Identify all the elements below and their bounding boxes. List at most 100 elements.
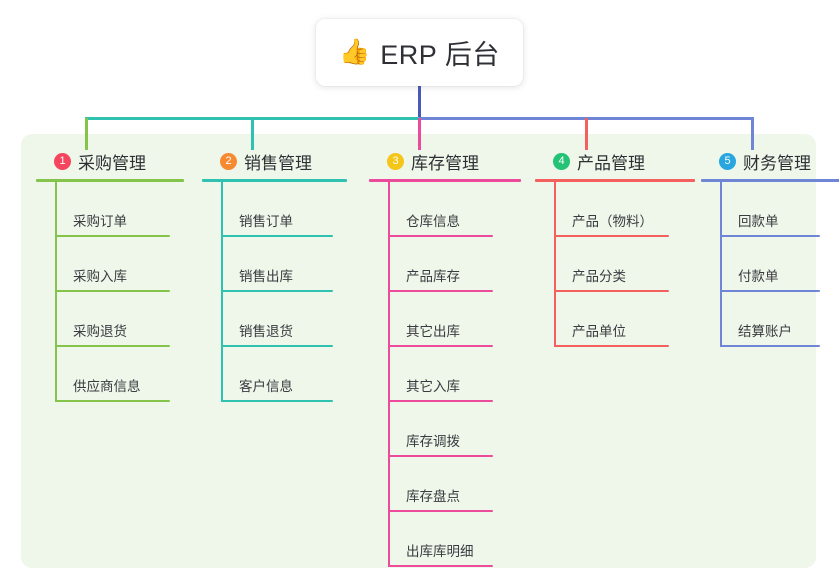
branch-underline (701, 179, 839, 182)
branch-title: 销售管理 (244, 153, 312, 173)
child-node-label: 销售订单 (239, 214, 293, 229)
child-node-underline (554, 290, 669, 292)
branch-children: 回款单付款单结算账户 (701, 182, 839, 347)
child-node-label: 产品分类 (572, 269, 626, 284)
child-node[interactable]: 产品（物料） (554, 182, 695, 237)
branch-header-采购管理[interactable]: 1 采购管理 (36, 148, 184, 174)
branch-trunk-line (388, 182, 390, 567)
child-node[interactable]: 产品分类 (554, 237, 695, 292)
child-node-label: 采购退货 (73, 324, 127, 339)
child-node-underline (55, 400, 170, 402)
branch-panel-background (21, 134, 816, 568)
child-node-label: 供应商信息 (73, 379, 141, 394)
child-node-label: 库存盘点 (406, 489, 460, 504)
child-node-label: 采购订单 (73, 214, 127, 229)
child-node-label: 销售退货 (239, 324, 293, 339)
child-node-label: 结算账户 (738, 324, 792, 339)
child-node-label: 回款单 (738, 214, 779, 229)
child-node[interactable]: 仓库信息 (388, 182, 521, 237)
branch-number-badge: 5 (719, 152, 736, 170)
child-node-underline (388, 455, 493, 457)
child-node[interactable]: 采购入库 (55, 237, 184, 292)
branch-underline (369, 179, 521, 182)
branch-underline (202, 179, 347, 182)
branch-children: 采购订单采购入库采购退货供应商信息 (36, 182, 184, 402)
child-node-label: 产品库存 (406, 269, 460, 284)
child-node[interactable]: 库存盘点 (388, 457, 521, 512)
branch-header-产品管理[interactable]: 4 产品管理 (535, 148, 695, 174)
child-node[interactable]: 结算账户 (720, 292, 839, 347)
child-node-underline (388, 345, 493, 347)
child-node[interactable]: 供应商信息 (55, 347, 184, 402)
branch-column-库存管理: 3 库存管理仓库信息产品库存其它出库其它入库库存调拨库存盘点出库库明细 (369, 148, 521, 567)
child-node-underline (221, 400, 333, 402)
branch-number-badge: 3 (387, 152, 404, 170)
child-node-label: 库存调拨 (406, 434, 460, 449)
child-node-underline (388, 400, 493, 402)
child-node-label: 产品单位 (572, 324, 626, 339)
child-node-underline (388, 565, 493, 567)
branch-title: 库存管理 (411, 153, 479, 173)
child-node[interactable]: 客户信息 (221, 347, 347, 402)
child-node-underline (55, 345, 170, 347)
child-node-label: 其它出库 (406, 324, 460, 339)
branch-header-库存管理[interactable]: 3 库存管理 (369, 148, 521, 174)
child-node-underline (55, 290, 170, 292)
child-node-label: 客户信息 (239, 379, 293, 394)
child-node-underline (720, 290, 820, 292)
branch-children: 销售订单销售出库销售退货客户信息 (202, 182, 347, 402)
child-node-label: 仓库信息 (406, 214, 460, 229)
child-node-underline (720, 345, 820, 347)
branch-column-产品管理: 4 产品管理产品（物料） 产品分类产品单位 (535, 148, 695, 347)
branch-underline (535, 179, 695, 182)
branch-underline (36, 179, 184, 182)
child-node-underline (221, 235, 333, 237)
child-node-underline (55, 235, 170, 237)
branch-number-badge: 4 (553, 152, 570, 170)
child-node-underline (388, 290, 493, 292)
child-node-underline (221, 345, 333, 347)
child-node[interactable]: 回款单 (720, 182, 839, 237)
child-node-label: 产品（物料） (572, 214, 653, 229)
child-node[interactable]: 产品单位 (554, 292, 695, 347)
child-node[interactable]: 其它入库 (388, 347, 521, 402)
thumbs-up-icon: 👍 (339, 38, 371, 66)
branch-header-销售管理[interactable]: 2 销售管理 (202, 148, 347, 174)
child-node[interactable]: 采购退货 (55, 292, 184, 347)
child-node-label: 其它入库 (406, 379, 460, 394)
child-node[interactable]: 采购订单 (55, 182, 184, 237)
root-node[interactable]: 👍 ERP 后台 (316, 19, 523, 86)
child-node[interactable]: 其它出库 (388, 292, 521, 347)
branch-children: 仓库信息产品库存其它出库其它入库库存调拨库存盘点出库库明细 (369, 182, 521, 567)
child-node-label: 销售出库 (239, 269, 293, 284)
branch-children: 产品（物料） 产品分类产品单位 (535, 182, 695, 347)
branch-trunk-line (221, 182, 223, 402)
child-node[interactable]: 销售订单 (221, 182, 347, 237)
branch-header-财务管理[interactable]: 5 财务管理 (701, 148, 839, 174)
child-node-underline (388, 235, 493, 237)
branch-title: 产品管理 (577, 153, 645, 173)
child-node-underline (554, 235, 669, 237)
branch-column-财务管理: 5 财务管理回款单付款单结算账户 (701, 148, 839, 347)
branch-number-badge: 1 (54, 152, 71, 170)
branch-title: 采购管理 (78, 153, 146, 173)
child-node[interactable]: 产品库存 (388, 237, 521, 292)
child-node-underline (221, 290, 333, 292)
child-node[interactable]: 销售出库 (221, 237, 347, 292)
child-node-label: 采购入库 (73, 269, 127, 284)
branch-trunk-line (554, 182, 556, 347)
child-node-label: 出库库明细 (406, 544, 474, 559)
child-node-underline (388, 510, 493, 512)
root-title: ERP 后台 (380, 40, 500, 70)
branch-number-badge: 2 (220, 152, 237, 170)
branch-title: 财务管理 (743, 153, 811, 173)
child-node[interactable]: 销售退货 (221, 292, 347, 347)
branch-column-销售管理: 2 销售管理销售订单销售出库销售退货客户信息 (202, 148, 347, 402)
child-node-underline (554, 345, 669, 347)
child-node-label: 付款单 (738, 269, 779, 284)
child-node[interactable]: 付款单 (720, 237, 839, 292)
child-node[interactable]: 出库库明细 (388, 512, 521, 567)
child-node[interactable]: 库存调拨 (388, 402, 521, 457)
child-node-underline (720, 235, 820, 237)
